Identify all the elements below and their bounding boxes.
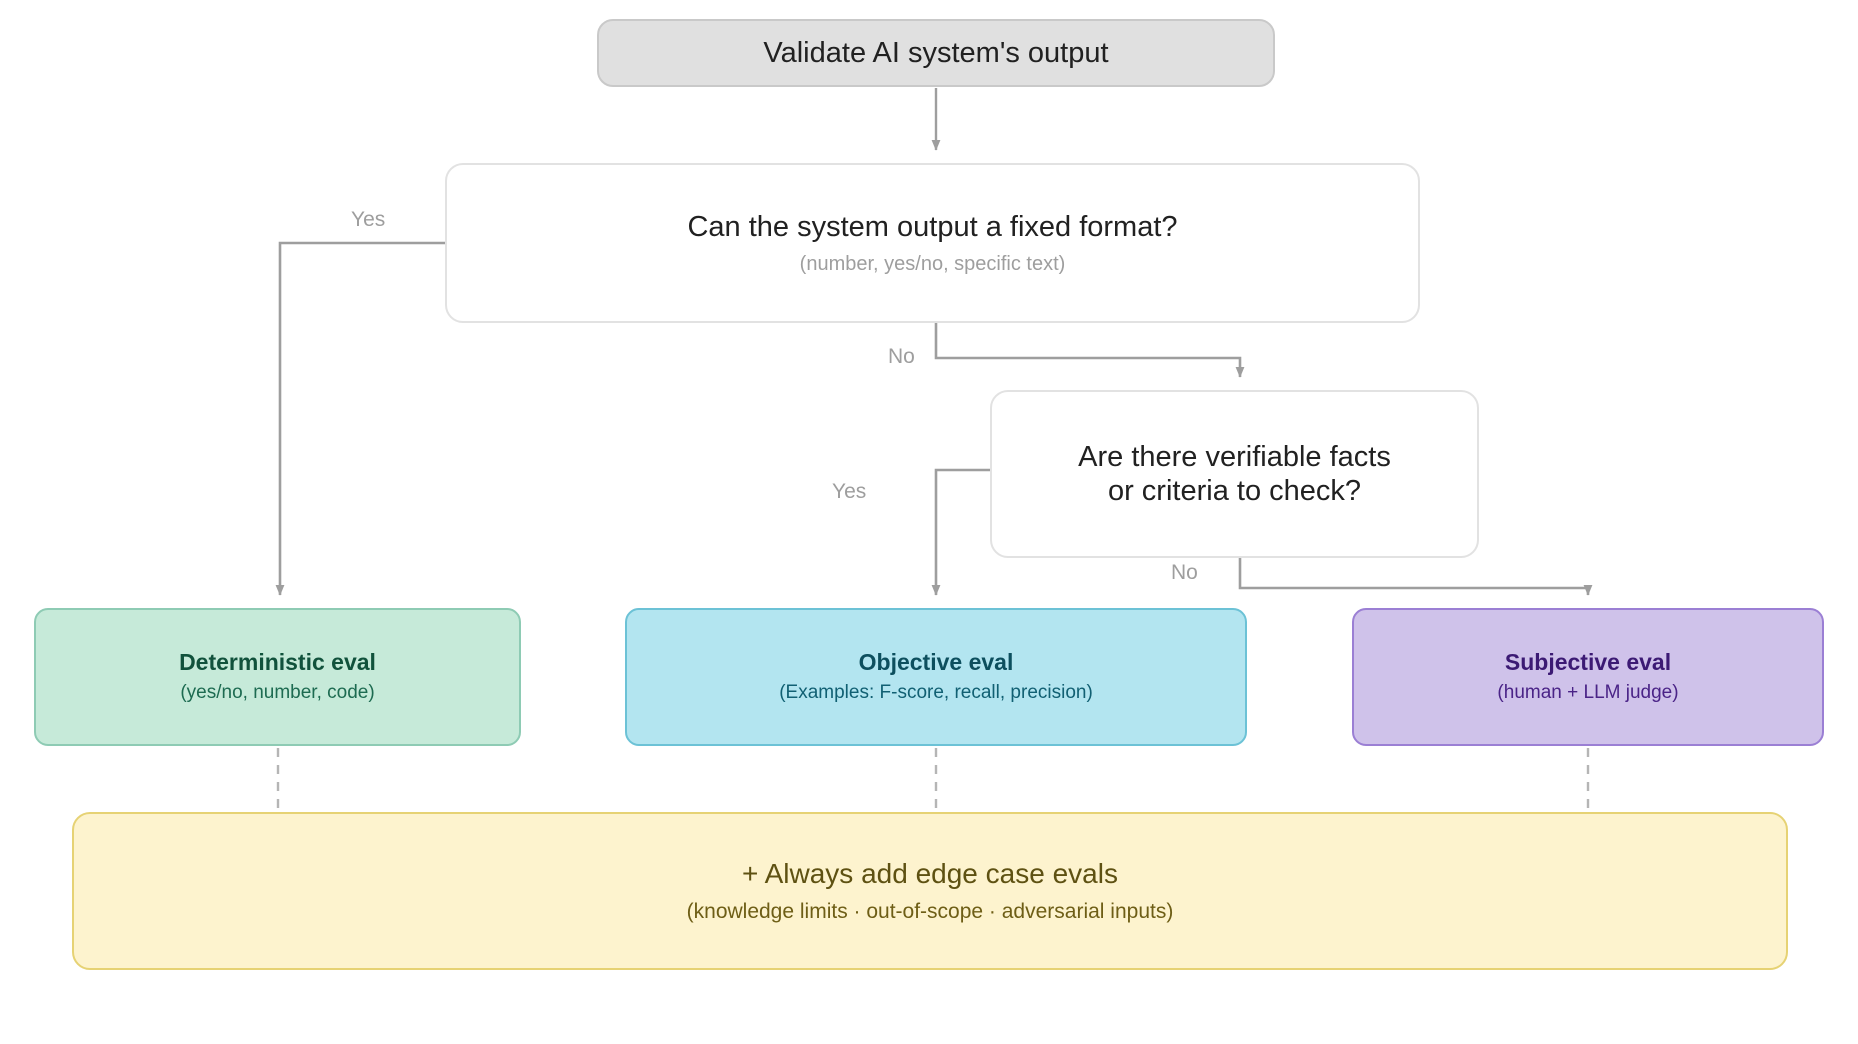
node-deterministic-eval-subtitle: (yes/no, number, code) (180, 682, 375, 704)
node-deterministic-eval[interactable]: Deterministic eval (yes/no, number, code… (34, 608, 521, 746)
edge-label-yes-verifiable-facts: Yes (832, 480, 867, 503)
edge-label-yes-fixed-format: Yes (351, 208, 386, 231)
node-edge-case-banner[interactable]: + Always add edge case evals (knowledge … (72, 812, 1788, 970)
node-decision-fixed-format[interactable]: Can the system output a fixed format? (n… (445, 163, 1420, 323)
node-subjective-eval-title: Subjective eval (1504, 649, 1672, 676)
node-objective-eval[interactable]: Objective eval (Examples: F-score, recal… (625, 608, 1247, 746)
edge-decision1-no-to-decision2 (934, 323, 1245, 378)
node-decision-verifiable-facts-line2: or criteria to check? (1107, 475, 1362, 507)
node-objective-eval-subtitle: (Examples: F-score, recall, precision) (779, 682, 1093, 704)
edge-label-no-verifiable-facts: No (1171, 561, 1198, 584)
node-edge-case-banner-subtitle: (knowledge limits · out-of-scope · adver… (686, 900, 1174, 924)
edge-decision2-no-to-subjective (1238, 558, 1593, 596)
edge-decision1-yes-to-deterministic (275, 241, 445, 596)
edge-label-no-fixed-format: No (888, 345, 915, 368)
node-decision-fixed-format-hint: (number, yes/no, specific text) (799, 252, 1066, 275)
node-subjective-eval-subtitle: (human + LLM judge) (1497, 682, 1679, 704)
node-decision-verifiable-facts[interactable]: Are there verifiable facts or criteria t… (990, 390, 1479, 558)
node-objective-eval-title: Objective eval (858, 649, 1014, 676)
node-subjective-eval[interactable]: Subjective eval (human + LLM judge) (1352, 608, 1824, 746)
node-edge-case-banner-title: + Always add edge case evals (742, 858, 1118, 890)
node-start[interactable]: Validate AI system's output (597, 19, 1275, 87)
node-start-label: Validate AI system's output (763, 36, 1109, 69)
node-decision-fixed-format-question: Can the system output a fixed format? (687, 211, 1178, 244)
edge-decision2-yes-to-objective (931, 468, 990, 596)
node-decision-verifiable-facts-line1: Are there verifiable facts (1078, 440, 1391, 473)
node-deterministic-eval-title: Deterministic eval (179, 649, 376, 676)
